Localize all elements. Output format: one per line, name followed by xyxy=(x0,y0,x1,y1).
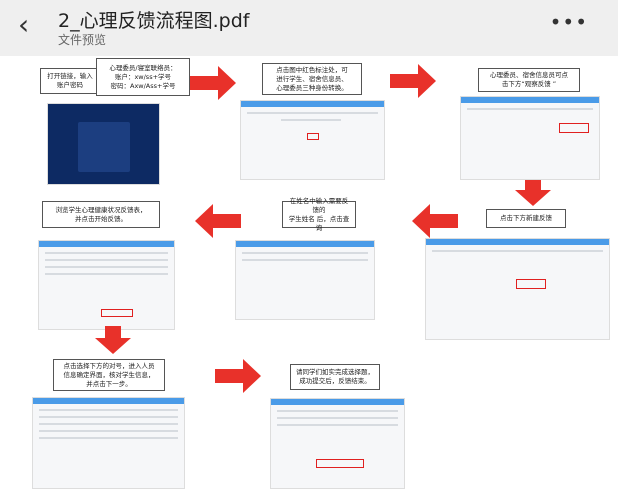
screenshot-submit xyxy=(270,398,405,489)
back-button[interactable]: ‹ xyxy=(18,8,30,41)
flow-step-observe: 心理委员、宿舍信息员可点 击下方“观察反馈 ” xyxy=(478,68,580,92)
screenshot-feedback-form xyxy=(38,240,175,330)
flow-step-submit: 请同学们如实完成选择题， 成功提交后，反馈结束。 xyxy=(290,364,380,390)
screenshot-search xyxy=(235,240,375,320)
top-bar: ‹ 2_心理反馈流程图.pdf 文件预览 ••• xyxy=(0,0,618,56)
arrow-left-icon xyxy=(195,204,241,238)
pdf-preview-page[interactable]: 打开链接，输入 账户密码 心理委员/寝室联络员： 账户：xw/ss+学号 密码：… xyxy=(0,56,618,489)
screenshot-login xyxy=(47,103,160,185)
file-subtitle: 文件预览 xyxy=(58,33,107,47)
flow-step-switch-role: 点击图中红色标注处，可 进行学生、宿舍信息员、 心理委员三种身份转换。 xyxy=(262,63,362,95)
more-options-icon[interactable]: ••• xyxy=(549,10,588,34)
flow-step-search-student: 在姓名中输入需要反馈的 学生姓名 后，点击查询 xyxy=(282,197,356,232)
file-title: 2_心理反馈流程图.pdf xyxy=(58,10,250,32)
screenshot-role-switch xyxy=(240,100,385,180)
screenshot-new-feedback xyxy=(425,238,610,340)
screenshot-observe xyxy=(460,96,600,180)
screenshot-confirm-info xyxy=(32,397,185,489)
flow-step-account: 心理委员/寝室联络员： 账户：xw/ss+学号 密码：Axw/Ass+学号 xyxy=(96,58,190,96)
arrow-right-icon xyxy=(190,66,236,100)
arrow-down-icon xyxy=(95,326,131,354)
arrow-right-icon xyxy=(215,359,261,393)
arrow-down-icon xyxy=(515,180,551,206)
flow-step-new-feedback: 点击下方新建反馈 xyxy=(486,209,566,228)
arrow-left-icon xyxy=(412,204,458,238)
flow-step-start-feedback: 浏览学生心理健康状况反馈表， 并点击开始反馈。 xyxy=(42,201,160,228)
arrow-right-icon xyxy=(390,64,436,98)
flow-step-confirm-info: 点击选择下方的对号，进入人员 信息确定界面，核对学生信息， 并点击下一步。 xyxy=(53,359,165,391)
flow-step-login: 打开链接，输入 账户密码 xyxy=(40,68,100,94)
